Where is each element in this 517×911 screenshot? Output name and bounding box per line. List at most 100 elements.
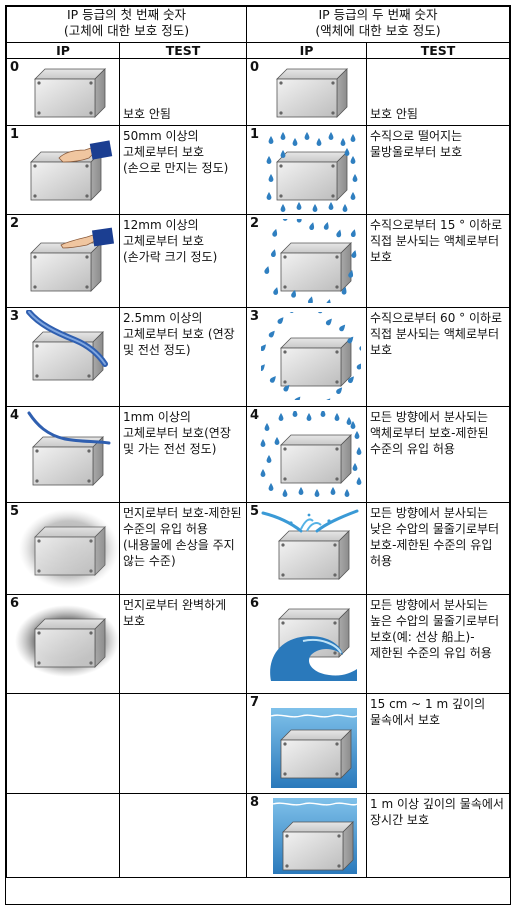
solid-ip-cell-7 bbox=[6, 693, 120, 794]
second-digit-title: IP 등급의 두 번째 숫자 bbox=[318, 7, 438, 22]
liquid-ip-cell-4: 4 bbox=[246, 406, 367, 503]
solid-desc-0: 보호 안됨 bbox=[123, 107, 171, 121]
solid-level-0: 0 bbox=[10, 60, 20, 75]
liquid-desc-1: 수직으로 떨어지는 물방울로부터 보호 bbox=[370, 129, 463, 159]
solid-level-3: 3 bbox=[10, 309, 20, 324]
col-ip-solid: IP bbox=[6, 42, 120, 59]
liquid-desc-8: 1 m 이상 깊이의 물속에서 장시간 보호 bbox=[370, 797, 504, 827]
table-row: 2 12mm 이상의 고체로부터 보호 (손가락 크기 정도) 2 bbox=[6, 214, 510, 308]
liquid-desc-5: 모든 방향에서 분사되는 낮은 수압의 물줄기로부터 보호-제한된 수준의 유입… bbox=[370, 506, 500, 568]
table-row: 4 1mm 이상의 고체로부터 보호(연장 및 가는 전선 정도) 4 bbox=[6, 406, 510, 503]
liquid-ip-cell-6: 6 bbox=[246, 594, 367, 694]
enclosure-box-icon bbox=[275, 65, 351, 121]
solid-test-cell-4: 1mm 이상의 고체로부터 보호(연장 및 가는 전선 정도) bbox=[119, 406, 247, 503]
liquid-desc-3: 수직으로부터 60 ° 이하로 직접 분사되는 액체로부터 보호 bbox=[370, 311, 503, 357]
liquid-test-cell-0: 보호 안됨 bbox=[366, 58, 510, 126]
vertical-drops-icon bbox=[263, 130, 359, 212]
liquid-desc-0: 보호 안됨 bbox=[370, 107, 418, 121]
solid-ip-cell-2: 2 bbox=[6, 214, 120, 308]
solid-level-5: 5 bbox=[10, 504, 20, 519]
liquid-ip-cell-1: 1 bbox=[246, 125, 367, 215]
liquid-level-7: 7 bbox=[250, 695, 260, 710]
tool-wire-icon bbox=[25, 310, 117, 386]
table-row: 6 먼지로부터 완벽하게 보호 6 모든 방향에서 분사되는 높은 bbox=[6, 594, 510, 694]
solid-desc-4: 1mm 이상의 고체로부터 보호(연장 및 가는 전선 정도) bbox=[123, 410, 231, 456]
liquid-test-cell-5: 모든 방향에서 분사되는 낮은 수압의 물줄기로부터 보호-제한된 수준의 유입… bbox=[366, 502, 510, 595]
solid-desc-2: 12mm 이상의 고체로부터 보호 (손가락 크기 정도) bbox=[123, 218, 218, 264]
table-row: 8 1 m 이상 깊이의 물속에서 장시간 보호 bbox=[6, 793, 510, 878]
thin-wire-icon bbox=[25, 411, 117, 491]
submersion-icon bbox=[273, 798, 357, 874]
ip-rating-table: IP 등급의 첫 번째 숫자 (고체에 대한 보호 정도) IP 등급의 두 번… bbox=[6, 6, 510, 878]
solid-desc-6: 먼지로부터 완벽하게 보호 bbox=[123, 598, 227, 628]
solid-ip-cell-8 bbox=[6, 793, 120, 878]
table-row: 3 2.5mm 이상의 고체로부터 보호 (연장 및 전선 정도) 3 bbox=[6, 307, 510, 407]
second-digit-header: IP 등급의 두 번째 숫자 (액체에 대한 보호 정도) bbox=[246, 6, 510, 43]
splash-drops-icon bbox=[259, 411, 363, 497]
solid-test-cell-0: 보호 안됨 bbox=[119, 58, 247, 126]
liquid-level-5: 5 bbox=[250, 504, 260, 519]
liquid-level-6: 6 bbox=[250, 596, 260, 611]
col-test-solid: TEST bbox=[119, 42, 247, 59]
table-row: 7 15 cm ~ 1 m 깊이의 물속에서 보호 bbox=[6, 693, 510, 794]
liquid-test-cell-8: 1 m 이상 깊이의 물속에서 장시간 보호 bbox=[366, 793, 510, 878]
solid-desc-1: 50mm 이상의 고체로부터 보호 (손으로 만지는 정도) bbox=[123, 129, 229, 175]
liquid-test-cell-6: 모든 방향에서 분사되는 높은 수압의 물줄기로부터 보호(예: 선상 船上)-… bbox=[366, 594, 510, 694]
first-digit-title: IP 등급의 첫 번째 숫자 bbox=[66, 7, 187, 22]
col-test-liquid: TEST bbox=[366, 42, 510, 59]
liquid-ip-cell-7: 7 bbox=[246, 693, 367, 794]
liquid-level-1: 1 bbox=[250, 127, 260, 142]
liquid-desc-2: 수직으로부터 15 ° 이하로 직접 분사되는 액체로부터 보호 bbox=[370, 218, 503, 264]
solid-level-1: 1 bbox=[10, 127, 20, 142]
finger-touch-icon bbox=[25, 223, 117, 295]
dust-cloud-icon bbox=[19, 505, 119, 591]
solid-ip-cell-3: 3 bbox=[6, 307, 120, 407]
hand-touch-icon bbox=[25, 134, 117, 204]
solid-level-6: 6 bbox=[10, 596, 20, 611]
table-row: 0 보호 안됨 0 보호 안됨 bbox=[6, 58, 510, 126]
liquid-test-cell-1: 수직으로 떨어지는 물방울로부터 보호 bbox=[366, 125, 510, 215]
dense-dust-icon bbox=[15, 601, 119, 681]
liquid-level-4: 4 bbox=[250, 408, 260, 423]
liquid-test-cell-2: 수직으로부터 15 ° 이하로 직접 분사되는 액체로부터 보호 bbox=[366, 214, 510, 308]
angled-drops-icon bbox=[263, 219, 359, 303]
solid-ip-cell-4: 4 bbox=[6, 406, 120, 503]
ip-rating-chart: IP 등급의 첫 번째 숫자 (고체에 대한 보호 정도) IP 등급의 두 번… bbox=[5, 5, 511, 905]
liquid-ip-cell-3: 3 bbox=[246, 307, 367, 407]
solid-test-cell-5: 먼지로부터 보호-제한된 수준의 유입 허용 (내용물에 손상을 주지 않는 수… bbox=[119, 502, 247, 595]
liquid-level-8: 8 bbox=[250, 795, 260, 810]
liquid-level-0: 0 bbox=[250, 60, 260, 75]
liquid-test-cell-3: 수직으로부터 60 ° 이하로 직접 분사되는 액체로부터 보호 bbox=[366, 307, 510, 407]
liquid-desc-6: 모든 방향에서 분사되는 높은 수압의 물줄기로부터 보호(예: 선상 船上)-… bbox=[370, 598, 500, 660]
enclosure-box-icon bbox=[33, 65, 109, 121]
second-digit-subtitle: (액체에 대한 보호 정도) bbox=[315, 23, 441, 38]
solid-ip-cell-1: 1 bbox=[6, 125, 120, 215]
liquid-ip-cell-0: 0 bbox=[246, 58, 367, 126]
water-jet-icon bbox=[261, 507, 359, 591]
table-row: 1 50mm 이상의 고체로부터 보호 (손으로 만지는 정도) 1 bbox=[6, 125, 510, 215]
liquid-test-cell-7: 15 cm ~ 1 m 깊이의 물속에서 보호 bbox=[366, 693, 510, 794]
solid-test-cell-7 bbox=[119, 693, 247, 794]
solid-level-2: 2 bbox=[10, 216, 20, 231]
liquid-level-2: 2 bbox=[250, 216, 260, 231]
liquid-ip-cell-5: 5 bbox=[246, 502, 367, 595]
first-digit-subtitle: (고체에 대한 보호 정도) bbox=[63, 23, 190, 38]
solid-ip-cell-5: 5 bbox=[6, 502, 120, 595]
first-digit-header: IP 등급의 첫 번째 숫자 (고체에 대한 보호 정도) bbox=[6, 6, 247, 43]
solid-desc-3: 2.5mm 이상의 고체로부터 보호 (연장 및 전선 정도) bbox=[123, 311, 235, 357]
immersion-icon bbox=[271, 708, 357, 788]
solid-test-cell-8 bbox=[119, 793, 247, 878]
solid-test-cell-1: 50mm 이상의 고체로부터 보호 (손으로 만지는 정도) bbox=[119, 125, 247, 215]
liquid-desc-7: 15 cm ~ 1 m 깊이의 물속에서 보호 bbox=[370, 697, 486, 727]
col-ip-liquid: IP bbox=[246, 42, 367, 59]
liquid-level-3: 3 bbox=[250, 309, 260, 324]
solid-level-4: 4 bbox=[10, 408, 20, 423]
solid-test-cell-2: 12mm 이상의 고체로부터 보호 (손가락 크기 정도) bbox=[119, 214, 247, 308]
spray-drops-icon bbox=[261, 312, 361, 400]
liquid-test-cell-4: 모든 방향에서 분사되는 액체로부터 보호-제한된 수준의 유입 허용 bbox=[366, 406, 510, 503]
liquid-desc-4: 모든 방향에서 분사되는 액체로부터 보호-제한된 수준의 유입 허용 bbox=[370, 410, 489, 456]
table-row: 5 먼지로부터 보호-제한된 수준의 유입 허용 (내용물에 손상을 주지 않는… bbox=[6, 502, 510, 595]
solid-ip-cell-6: 6 bbox=[6, 594, 120, 694]
solid-test-cell-6: 먼지로부터 완벽하게 보호 bbox=[119, 594, 247, 694]
wave-icon bbox=[263, 601, 359, 683]
